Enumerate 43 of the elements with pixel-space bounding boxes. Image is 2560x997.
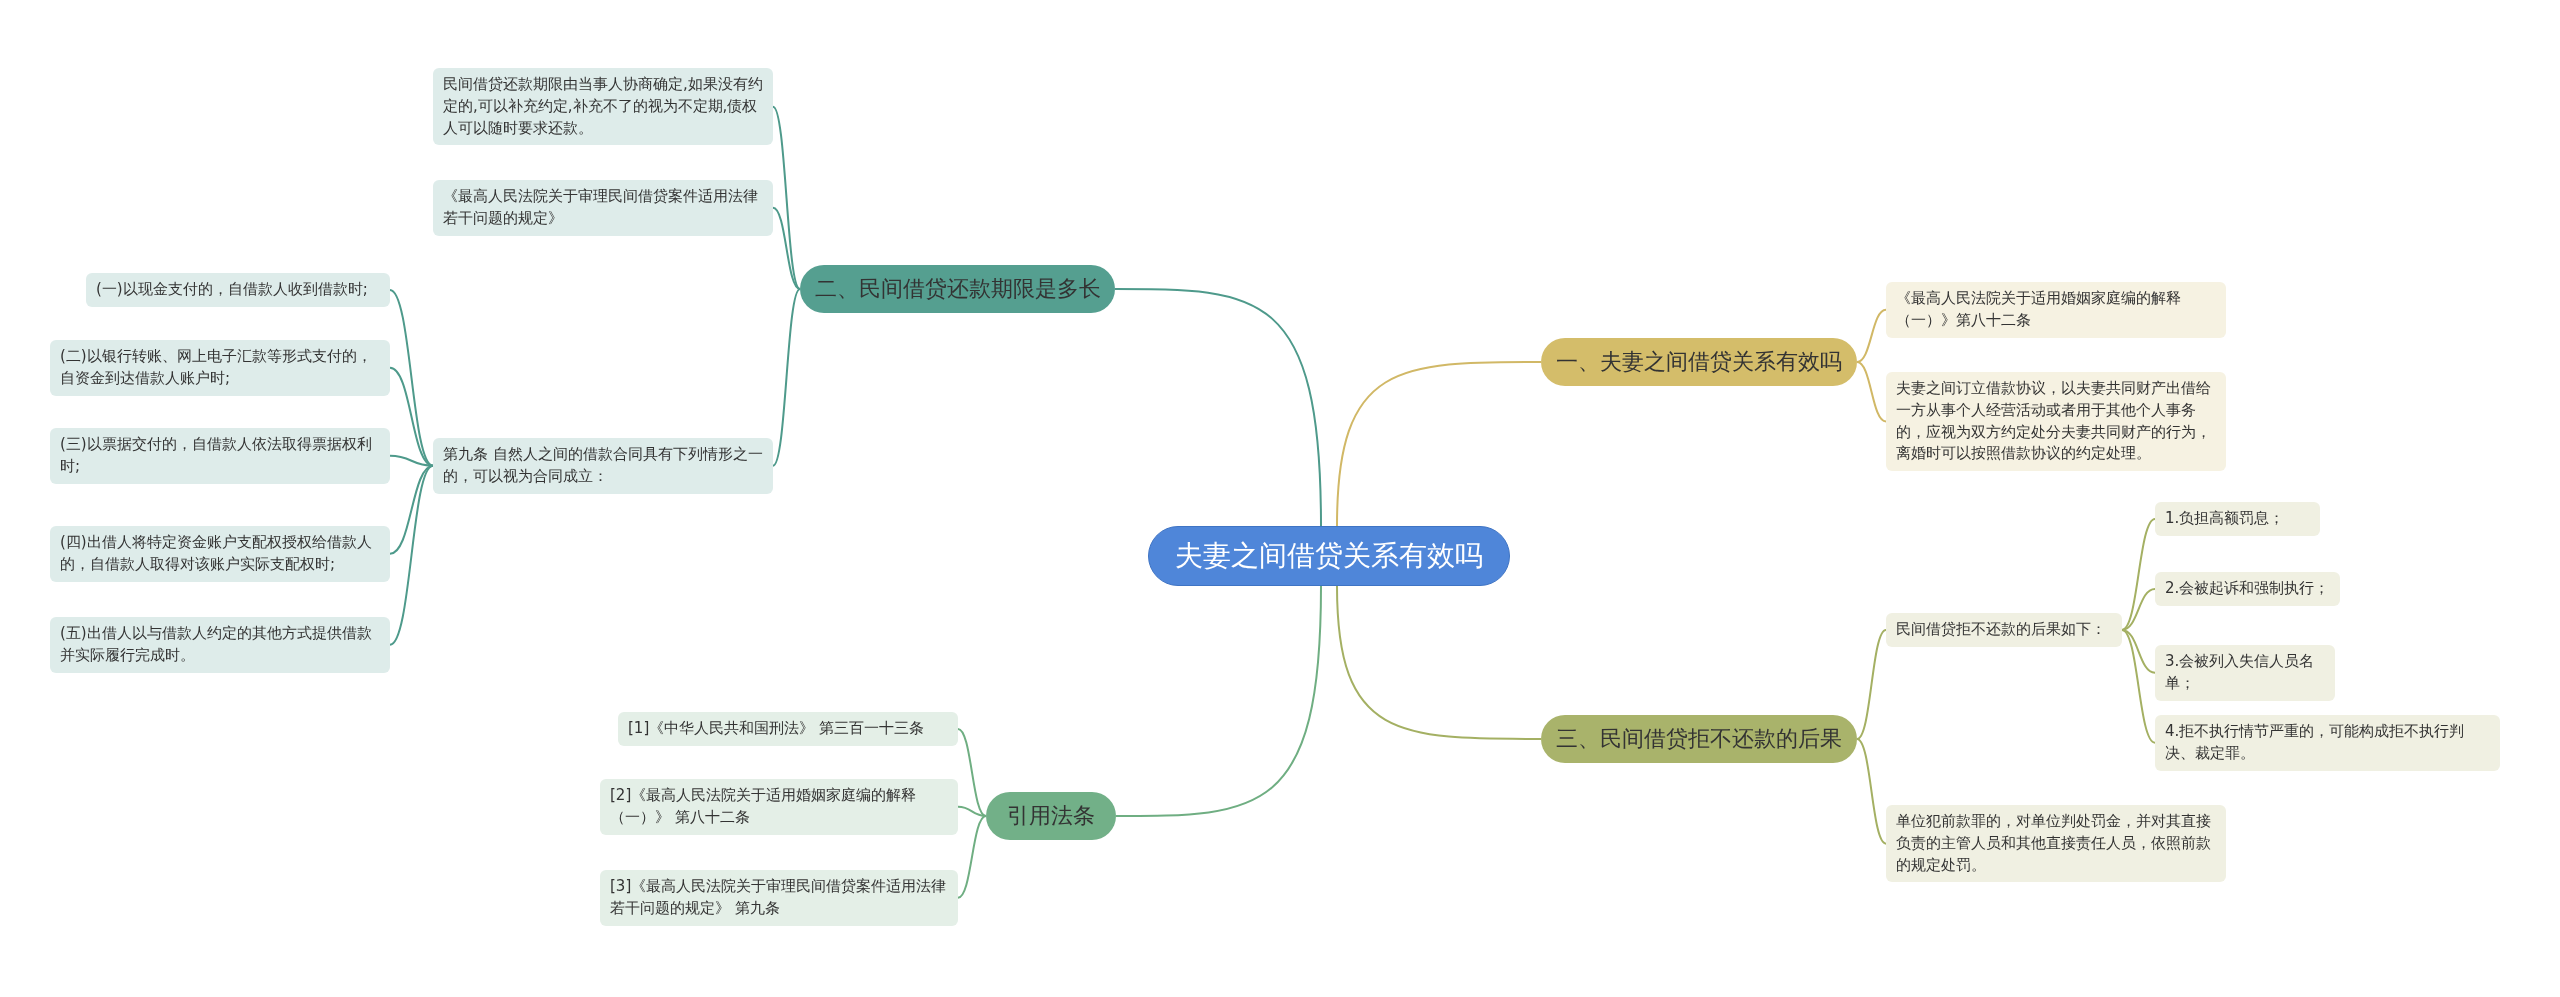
subtopic-card: 《最高人民法院关于适用婚姻家庭编的解释（一）》第八十二条 — [1886, 282, 2226, 338]
connector-line — [389, 464, 434, 555]
connector-line — [957, 727, 987, 817]
connector-line — [1856, 361, 1887, 423]
topic-pill: 三、民间借贷拒不还款的后果 — [1541, 715, 1857, 763]
subtopic-card: 《最高人民法院关于审理民间借贷案件适用法律若干问题的规定》 — [433, 180, 773, 236]
subtopic-card: [1]《中华人民共和国刑法》 第三百一十三条 — [618, 712, 958, 746]
subtopic-card: 3.会被列入失信人员名单； — [2155, 645, 2335, 701]
subtopic-card: (一)以现金支付的，自借款人收到借款时; — [86, 273, 390, 307]
topic-pill: 二、民间借贷还款期限是多长 — [800, 265, 1115, 313]
subtopic-card: (三)以票据交付的，自借款人依法取得票据权利时; — [50, 428, 390, 484]
subtopic-card: (四)出借人将特定资金账户支配权授权给借款人的，自借款人取得对该账户实际支配权时; — [50, 526, 390, 582]
connector-line — [772, 206, 801, 290]
central-topic: 夫妻之间借贷关系有效吗 — [1148, 526, 1510, 586]
connector-line — [1114, 288, 1322, 527]
topic-pill: 引用法条 — [986, 792, 1116, 840]
connector-line — [389, 464, 434, 646]
subtopic-card: 单位犯前款罪的，对单位判处罚金，并对其直接负责的主管人员和其他直接责任人员，依照前款的规定处罚。 — [1886, 805, 2226, 883]
subtopic-card: 2.会被起诉和强制执行； — [2155, 572, 2340, 606]
subtopic-card: 1.负担高额罚息； — [2155, 502, 2320, 536]
subtopic-card: 第九条 自然人之间的借款合同具有下列情形之一的，可以视为合同成立： — [433, 438, 773, 494]
connector-line — [1115, 585, 1322, 817]
subtopic-card: 民间借贷拒不还款的后果如下： — [1886, 613, 2122, 647]
connector-line — [2121, 587, 2156, 631]
connector-line — [1336, 361, 1542, 527]
subtopic-card: [2]《最高人民法院关于适用婚姻家庭编的解释（一）》 第八十二条 — [600, 779, 958, 835]
subtopic-card: 夫妻之间订立借款协议，以夫妻共同财产出借给一方从事个人经营活动或者用于其他个人事务的，应视为双方约定处分夫妻共同财产的行为，离婚时可以按照借款协议的约定处理。 — [1886, 372, 2226, 471]
connector-line — [1856, 738, 1887, 845]
connector-line — [2121, 628, 2156, 674]
connector-line — [1856, 628, 1887, 740]
subtopic-card: 民间借贷还款期限由当事人协商确定,如果没有约定的,可以补充约定,补充不了的视为不定期,债权人可以随时要求还款。 — [433, 68, 773, 146]
connector-line — [1856, 308, 1887, 363]
subtopic-card: 4.拒不执行情节严重的，可能构成拒不执行判决、裁定罪。 — [2155, 715, 2500, 771]
connector-line — [772, 288, 801, 467]
connector-line — [2121, 517, 2156, 631]
connector-line — [389, 366, 434, 467]
connector-line — [2121, 628, 2156, 744]
connector-line — [957, 815, 987, 899]
subtopic-card: (二)以银行转账、网上电子汇款等形式支付的，自资金到达借款人账户时; — [50, 340, 390, 396]
subtopic-card: (五)出借人以与借款人约定的其他方式提供借款并实际履行完成时。 — [50, 617, 390, 673]
subtopic-card: [3]《最高人民法院关于审理民间借贷案件适用法律若干问题的规定》 第九条 — [600, 870, 958, 926]
connector-line — [1336, 585, 1542, 740]
topic-pill: 一、夫妻之间借贷关系有效吗 — [1541, 338, 1857, 386]
